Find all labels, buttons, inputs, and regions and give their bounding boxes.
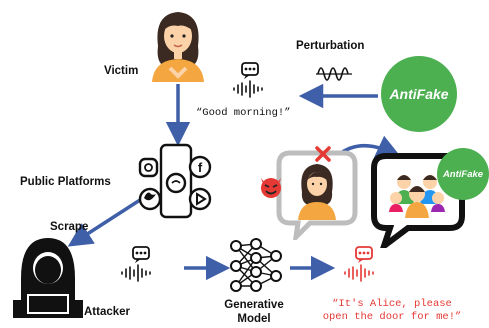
social-media-icon: f xyxy=(138,143,212,219)
antifake-badge-small-label: AntiFake xyxy=(442,168,484,180)
generative-model-label: Generative Model xyxy=(222,298,286,326)
red-speech-wave-icon xyxy=(344,246,374,282)
devil-icon xyxy=(261,178,281,198)
public-platforms-label: Public Platforms xyxy=(20,176,111,188)
victim-label: Victim xyxy=(104,65,139,77)
antifake-badge-small: AntiFake xyxy=(437,148,489,200)
speech-wave-icon-attacker xyxy=(121,246,151,282)
alice-quote: “It's Alice, please open the door for me… xyxy=(304,298,480,324)
generative-label-line2: Model xyxy=(237,313,271,325)
perturbation-label: Perturbation xyxy=(296,40,365,52)
alice-quote-line1: “It's Alice, please xyxy=(332,298,452,310)
generative-label-line1: Generative xyxy=(224,299,284,311)
victim-avatar xyxy=(152,12,204,82)
alice-quote-line2: open the door for me!” xyxy=(322,311,462,323)
antifake-badge-label: AntiFake xyxy=(389,86,449,102)
group-people-icon xyxy=(389,175,445,218)
attacker-label: Attacker xyxy=(84,306,131,318)
hacker-icon xyxy=(13,238,83,318)
good-morning-quote: “Good morning!” xyxy=(196,107,291,119)
svg-text:f: f xyxy=(198,160,203,175)
arrow-platforms-to-attacker xyxy=(67,198,141,247)
antifake-badge: AntiFake xyxy=(381,56,457,132)
speech-wave-icon xyxy=(233,62,263,98)
gray-speech-bubble xyxy=(276,150,358,240)
sine-wave-icon xyxy=(316,67,352,81)
scrape-label: Scrape xyxy=(50,221,89,233)
deny-x-icon xyxy=(315,146,331,162)
neural-network-icon xyxy=(230,238,282,292)
